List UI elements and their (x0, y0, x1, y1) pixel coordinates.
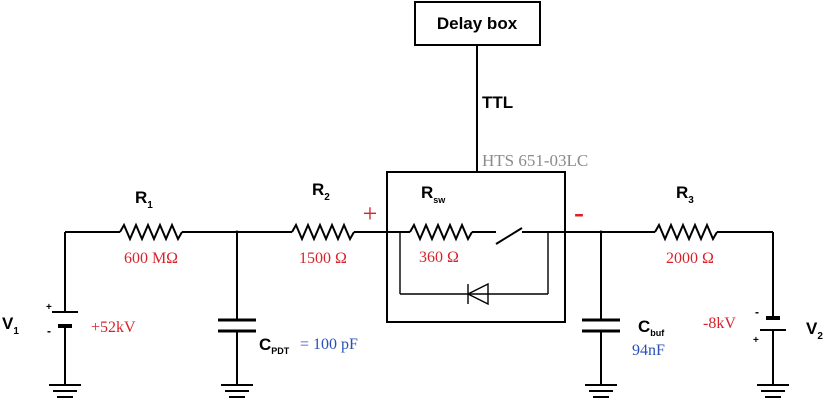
resistor-r1 (119, 222, 183, 242)
cpdt-name: CPDT (259, 335, 290, 356)
ground-icon (757, 384, 789, 398)
switch-blade (495, 227, 523, 245)
r3-value: 2000 Ω (666, 250, 714, 267)
resistor-rsw (409, 222, 473, 242)
switch-module-box (386, 171, 566, 323)
cpdt-value: = 100 pF (300, 336, 358, 353)
v1-name: V1 (2, 314, 19, 337)
v1-plus: + (46, 302, 52, 313)
v2-plus: + (753, 335, 759, 346)
r1-value: 600 MΩ (124, 250, 178, 267)
resistor-r2 (291, 222, 355, 242)
ground-icon (49, 384, 81, 398)
r1-name: R1 (135, 188, 153, 211)
delay-box-label: Delay box (437, 14, 518, 33)
switch-minus-sign: - (574, 196, 584, 229)
v1-minus: - (47, 324, 51, 338)
v2-name: V2 (806, 319, 823, 342)
ttl-label: TTL (482, 93, 513, 112)
switch-module-label: HTS 651-03LC (482, 151, 588, 170)
v1-value: +52kV (91, 319, 136, 336)
r3-name: R3 (676, 183, 694, 206)
resistor-r3 (654, 222, 718, 242)
rsw-name: Rsw (421, 183, 446, 205)
r2-name: R2 (312, 180, 330, 203)
v2-value: -8kV (703, 315, 736, 332)
v2-minus: - (755, 305, 759, 319)
ground-icon (221, 384, 253, 398)
rsw-value: 360 Ω (419, 249, 459, 266)
ground-icon (585, 384, 617, 398)
diode (466, 282, 489, 306)
r2-value: 1500 Ω (299, 250, 347, 267)
cbuf-value: 94nF (632, 342, 665, 359)
switch-plus-sign: + (363, 199, 378, 228)
cbuf-name: Cbuf (638, 317, 665, 338)
delay-box (414, 1, 541, 46)
